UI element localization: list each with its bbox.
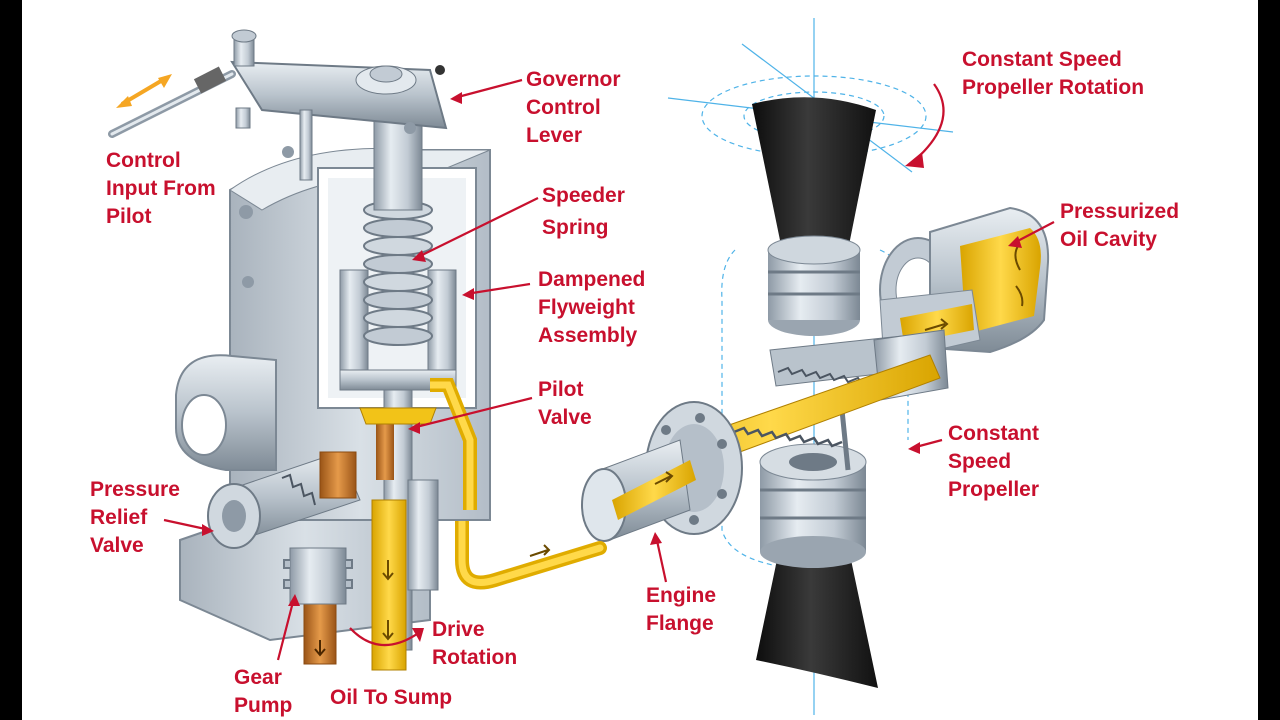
label-speeder-spring: Speeder Spring	[542, 184, 631, 239]
leader-lines	[163, 78, 1055, 661]
pressure-relief-valve	[207, 451, 361, 549]
pressurized-oil-cavity	[879, 206, 1050, 354]
letterbox-right	[1258, 0, 1280, 720]
governor-control-lever	[230, 29, 448, 181]
label-propeller-rotation: Constant Speed Propeller Rotation	[962, 48, 1144, 99]
letterbox-left	[0, 0, 22, 720]
propeller-rack-link	[769, 329, 949, 471]
label-pressurized-oil-cavity: Pressurized Oil Cavity	[1060, 200, 1185, 251]
label-governor-control-lever: Governor Control Lever	[526, 68, 626, 147]
gear-pump	[283, 479, 439, 605]
diagram-canvas: Governor Control Lever Control Input Fro…	[22, 0, 1258, 720]
label-drive-rotation: Drive Rotation	[432, 618, 517, 669]
rotation-arrow-icon	[914, 83, 945, 161]
drive-rotation-arrow-icon	[349, 627, 421, 647]
label-dampened-flyweight: Dampened Flyweight Assembly	[538, 268, 651, 347]
label-pressure-relief-valve: Pressure Relief Valve	[90, 478, 186, 557]
label-oil-to-sump: Oil To Sump	[330, 686, 452, 709]
lower-blade-hub	[759, 443, 867, 568]
governor-diagram: Governor Control Lever Control Input Fro…	[90, 18, 1185, 717]
control-input-rod	[108, 66, 236, 138]
label-engine-flange: Engine Flange	[646, 584, 722, 635]
upper-propeller-blade	[752, 97, 876, 251]
label-constant-speed-propeller: Constant Speed Propeller	[948, 422, 1045, 501]
flyweight-assembly	[339, 269, 457, 391]
engine-flange	[581, 401, 743, 542]
label-pilot-valve: Pilot Valve	[538, 378, 592, 429]
rotation-arrowhead-icon	[905, 152, 924, 168]
oil-flow-arrow-icon	[529, 544, 551, 557]
control-input-arrow-icon	[116, 74, 172, 108]
upper-blade-hub	[767, 235, 861, 336]
label-control-input: Control Input From Pilot	[106, 149, 222, 228]
lower-propeller-blade	[756, 555, 878, 688]
label-gear-pump: Gear Pump	[234, 666, 292, 717]
